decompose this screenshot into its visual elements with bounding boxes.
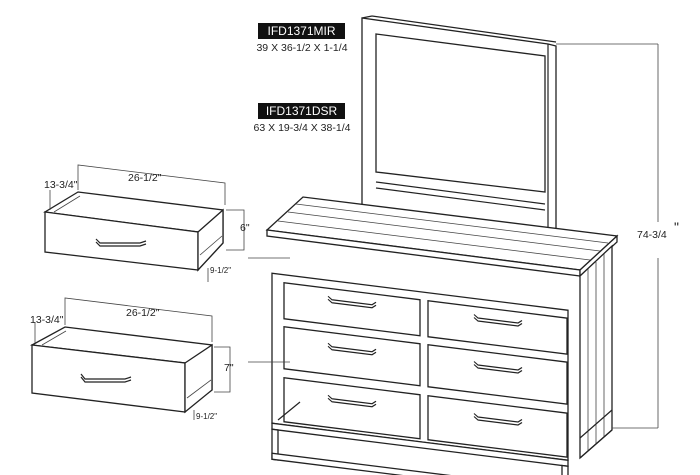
drawer-front: [427, 344, 568, 405]
svg-text:13-3/4": 13-3/4": [30, 314, 64, 326]
svg-text:26-1/2": 26-1/2": [126, 307, 160, 319]
svg-text:9-1/2": 9-1/2": [210, 266, 231, 275]
drawer-front: [427, 395, 568, 458]
top-drawer-detail: 26-1/2" 13-3/4" 6" 9-1/2": [43, 164, 250, 282]
dresser-sku-label: IFD1371DSR: [258, 103, 345, 119]
dresser-dimensions: 63 X 19-3/4 X 38-1/4: [253, 122, 351, 134]
dresser: [265, 196, 619, 475]
mirror-dimensions: 39 X 36-1/2 X 1-1/4: [256, 42, 348, 54]
mirror: [361, 15, 557, 231]
svg-text:9-1/2": 9-1/2": [196, 412, 217, 421]
drawer-front: [283, 326, 421, 387]
svg-text:13-3/4": 13-3/4": [44, 179, 78, 191]
svg-text:": ": [674, 219, 679, 235]
svg-text:26-1/2": 26-1/2": [128, 172, 162, 184]
svg-text:6": 6": [240, 222, 250, 234]
height-dimension: 74-3/4 ": [556, 43, 679, 429]
drawer-front: [283, 282, 421, 337]
drawer-front: [427, 300, 568, 355]
overall-height-label: 74-3/4: [637, 229, 667, 241]
mirror-sku-label: IFD1371MIR: [258, 23, 345, 39]
bottom-drawer-detail: 26-1/2" 13-3/4" 7" 9-1/2": [29, 297, 234, 421]
drawer-handles: [327, 295, 523, 426]
svg-text:7": 7": [224, 362, 234, 374]
drawer-front: [283, 377, 421, 440]
